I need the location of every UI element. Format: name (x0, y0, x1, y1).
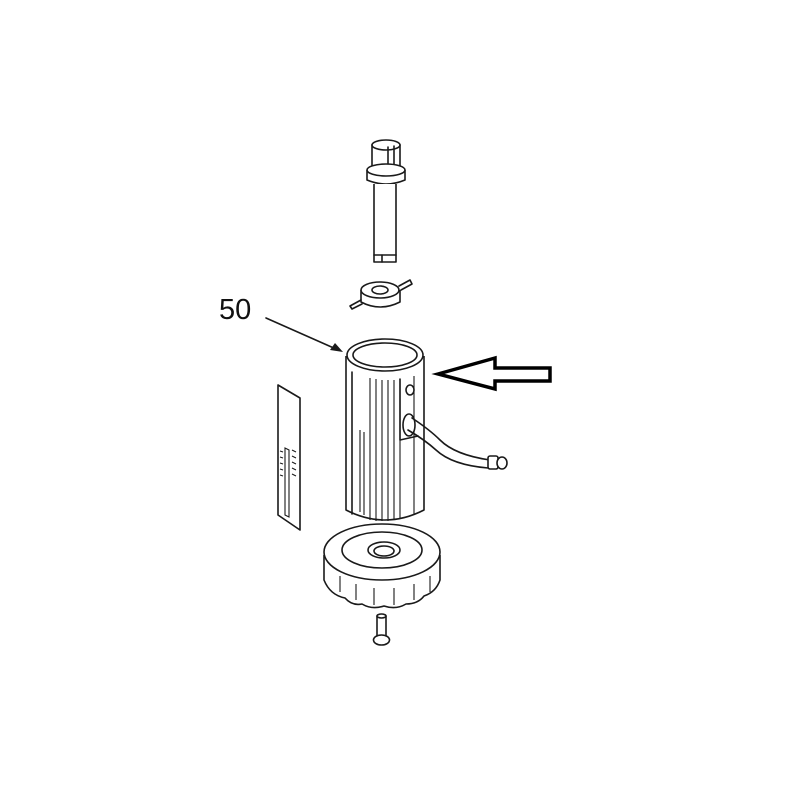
scale-strip (277, 384, 301, 531)
screw (372, 613, 391, 646)
highlight-arrow-icon (431, 355, 552, 392)
callout-leader-line (265, 317, 343, 352)
knurled-knob (323, 523, 441, 609)
locking-collar (349, 279, 413, 310)
callout-number-50: 50 (219, 294, 252, 326)
hose (407, 417, 508, 470)
cylinder-housing (345, 338, 425, 521)
shaft-spindle (366, 139, 406, 263)
